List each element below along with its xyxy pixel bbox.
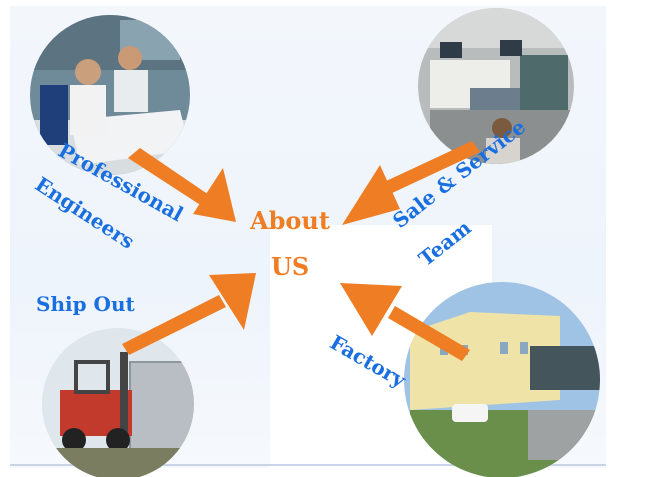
engineers-photo [30,15,190,175]
arrow-ship-to-center [122,273,256,355]
factory-photo [404,282,600,477]
arrow-factory-to-center [340,283,470,361]
sales-team-photo [418,8,574,164]
bottom-divider [10,464,606,466]
arrow-sales-to-center [342,141,480,225]
label-ship-out: Ship Out [36,292,135,316]
shipping-photo [42,328,194,477]
center-title-us: US [271,252,310,281]
center-title-about: About [250,206,330,235]
arrow-engineers-to-center [128,148,236,222]
